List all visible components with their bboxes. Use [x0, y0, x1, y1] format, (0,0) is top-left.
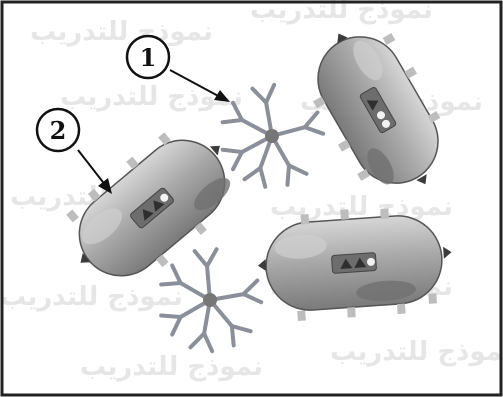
bacterial-cell-left — [66, 132, 231, 277]
watermark-layer: نموذج للتدريب نموذج للتدريب نموذج للتدري… — [0, 0, 503, 382]
watermark-text: نموذج للتدريب — [250, 0, 433, 25]
label-2-text: 2 — [50, 116, 67, 145]
antibody-cluster-bottom — [159, 247, 264, 354]
watermark-text: نموذج للتدريب — [0, 282, 183, 312]
watermark-text: نموذج للتدريب — [330, 337, 503, 367]
label-2: 2 — [35, 107, 81, 153]
bacterial-cell-bottom-right — [257, 208, 452, 322]
leader-arrow-2 — [77, 149, 112, 194]
watermark-text: نموذج للتدريب — [30, 17, 213, 47]
antibody-hub — [265, 129, 279, 143]
watermark-text: نموذج للتدريب — [60, 82, 243, 112]
label-1: 1 — [125, 34, 171, 80]
leader-arrow-1 — [169, 69, 230, 102]
antibody-hub — [203, 293, 217, 307]
watermark-text: نموذج للتدريب — [80, 352, 263, 382]
label-1-text: 1 — [140, 43, 157, 72]
watermark-text: نموذج للتدريب — [270, 192, 453, 222]
bacterial-cell-top-right — [312, 33, 441, 185]
antibody-cluster-top — [223, 82, 326, 189]
